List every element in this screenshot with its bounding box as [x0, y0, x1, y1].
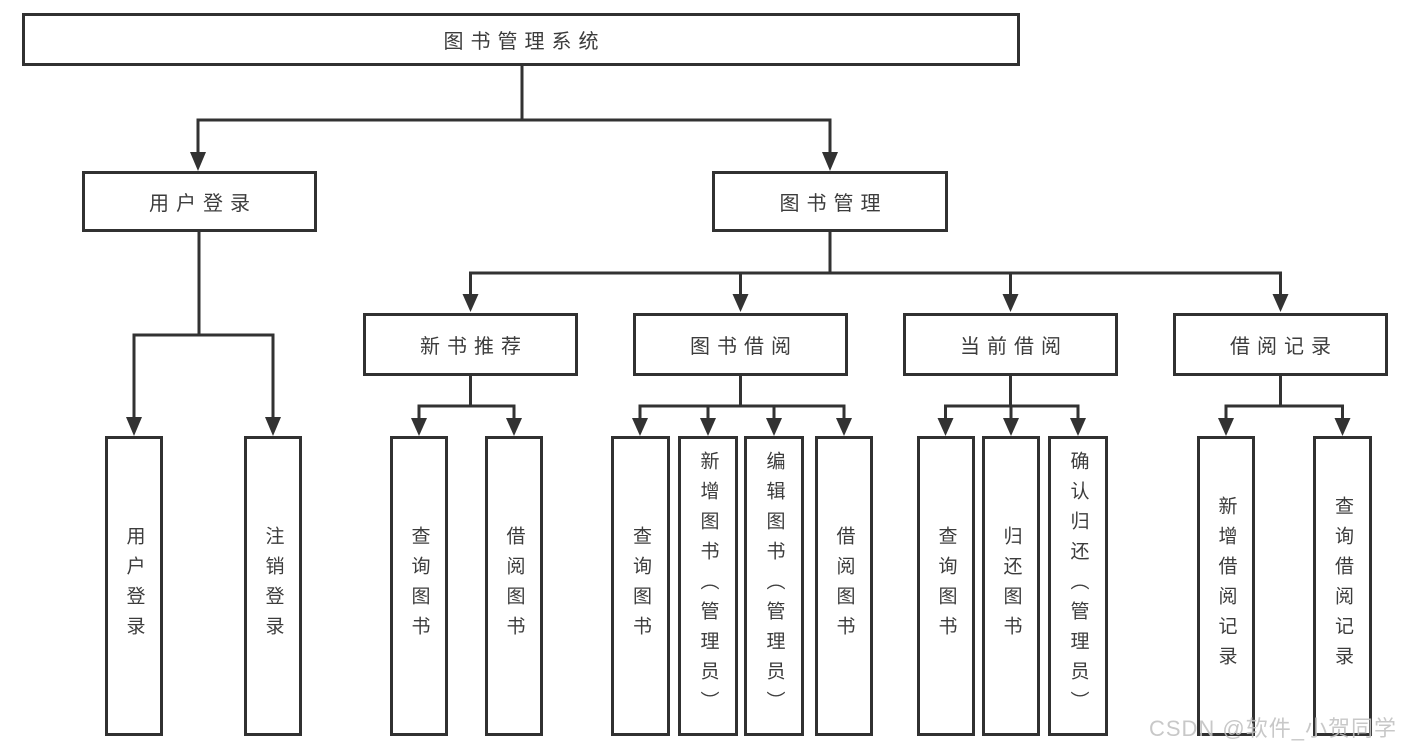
node-label: 图书借阅: [690, 336, 798, 358]
node-new-book-recommend: 新书推荐: [363, 313, 578, 376]
leaf-borrow-add-books-admin: 新增图书（管理员）: [678, 436, 738, 736]
node-label: 借阅记录: [1230, 336, 1338, 358]
node-label: 用户登录: [149, 193, 257, 215]
node-label: 图书管理系统: [443, 31, 606, 53]
node-current-borrow: 当前借阅: [903, 313, 1118, 376]
leaf-label: 编辑图书（管理员）: [763, 451, 785, 721]
leaf-label: 查询借阅记录: [1332, 496, 1353, 676]
leaf-current-return-books: 归还图书: [982, 436, 1040, 736]
leaf-current-confirm-return-admin: 确认归还（管理员）: [1048, 436, 1108, 736]
node-borrow-records: 借阅记录: [1173, 313, 1388, 376]
leaf-label: 注销登录: [262, 526, 284, 646]
leaf-label: 借阅图书: [503, 526, 525, 646]
leaf-label: 新增借阅记录: [1215, 496, 1237, 676]
leaf-label: 借阅图书: [833, 526, 855, 646]
node-label: 新书推荐: [420, 336, 528, 358]
node-label: 图书管理: [779, 193, 888, 215]
node-label: 当前借阅: [960, 336, 1068, 358]
leaf-label: 用户登录: [123, 526, 145, 646]
node-book-borrow: 图书借阅: [633, 313, 848, 376]
node-book-management: 图书管理: [712, 171, 948, 232]
leaf-borrow-edit-books-admin: 编辑图书（管理员）: [744, 436, 804, 736]
leaf-label: 确认归还（管理员）: [1067, 451, 1089, 721]
connector-current-borrow-children: [937, 376, 1086, 436]
leaf-newbook-borrow-books: 借阅图书: [485, 436, 543, 736]
connector-book-borrow-children: [632, 376, 852, 436]
connector-root-to-level2: [190, 66, 838, 171]
leaf-records-query-record: 查询借阅记录: [1313, 436, 1372, 736]
leaf-label: 查询图书: [408, 526, 430, 646]
connector-user-login-children: [126, 232, 281, 436]
leaf-user-login: 用户登录: [105, 436, 163, 736]
connector-borrow-records-children: [1218, 376, 1351, 436]
node-user-login: 用户登录: [82, 171, 317, 232]
leaf-current-query-books: 查询图书: [917, 436, 975, 736]
leaf-newbook-query-books: 查询图书: [390, 436, 448, 736]
connector-new-book-children: [411, 376, 522, 436]
connector-book-management-children: [462, 232, 1289, 312]
leaf-label: 查询图书: [935, 526, 957, 646]
leaf-label: 归还图书: [1000, 526, 1022, 646]
leaf-records-add-record: 新增借阅记录: [1197, 436, 1255, 736]
leaf-label: 查询图书: [630, 526, 651, 646]
leaf-label: 新增图书（管理员）: [697, 451, 719, 721]
node-library-management-system: 图书管理系统: [22, 13, 1020, 66]
watermark: CSDN @软件_小贺同学: [1148, 716, 1397, 741]
leaf-logout: 注销登录: [244, 436, 302, 736]
leaf-borrow-borrow-books: 借阅图书: [815, 436, 873, 736]
leaf-borrow-query-books: 查询图书: [611, 436, 670, 736]
